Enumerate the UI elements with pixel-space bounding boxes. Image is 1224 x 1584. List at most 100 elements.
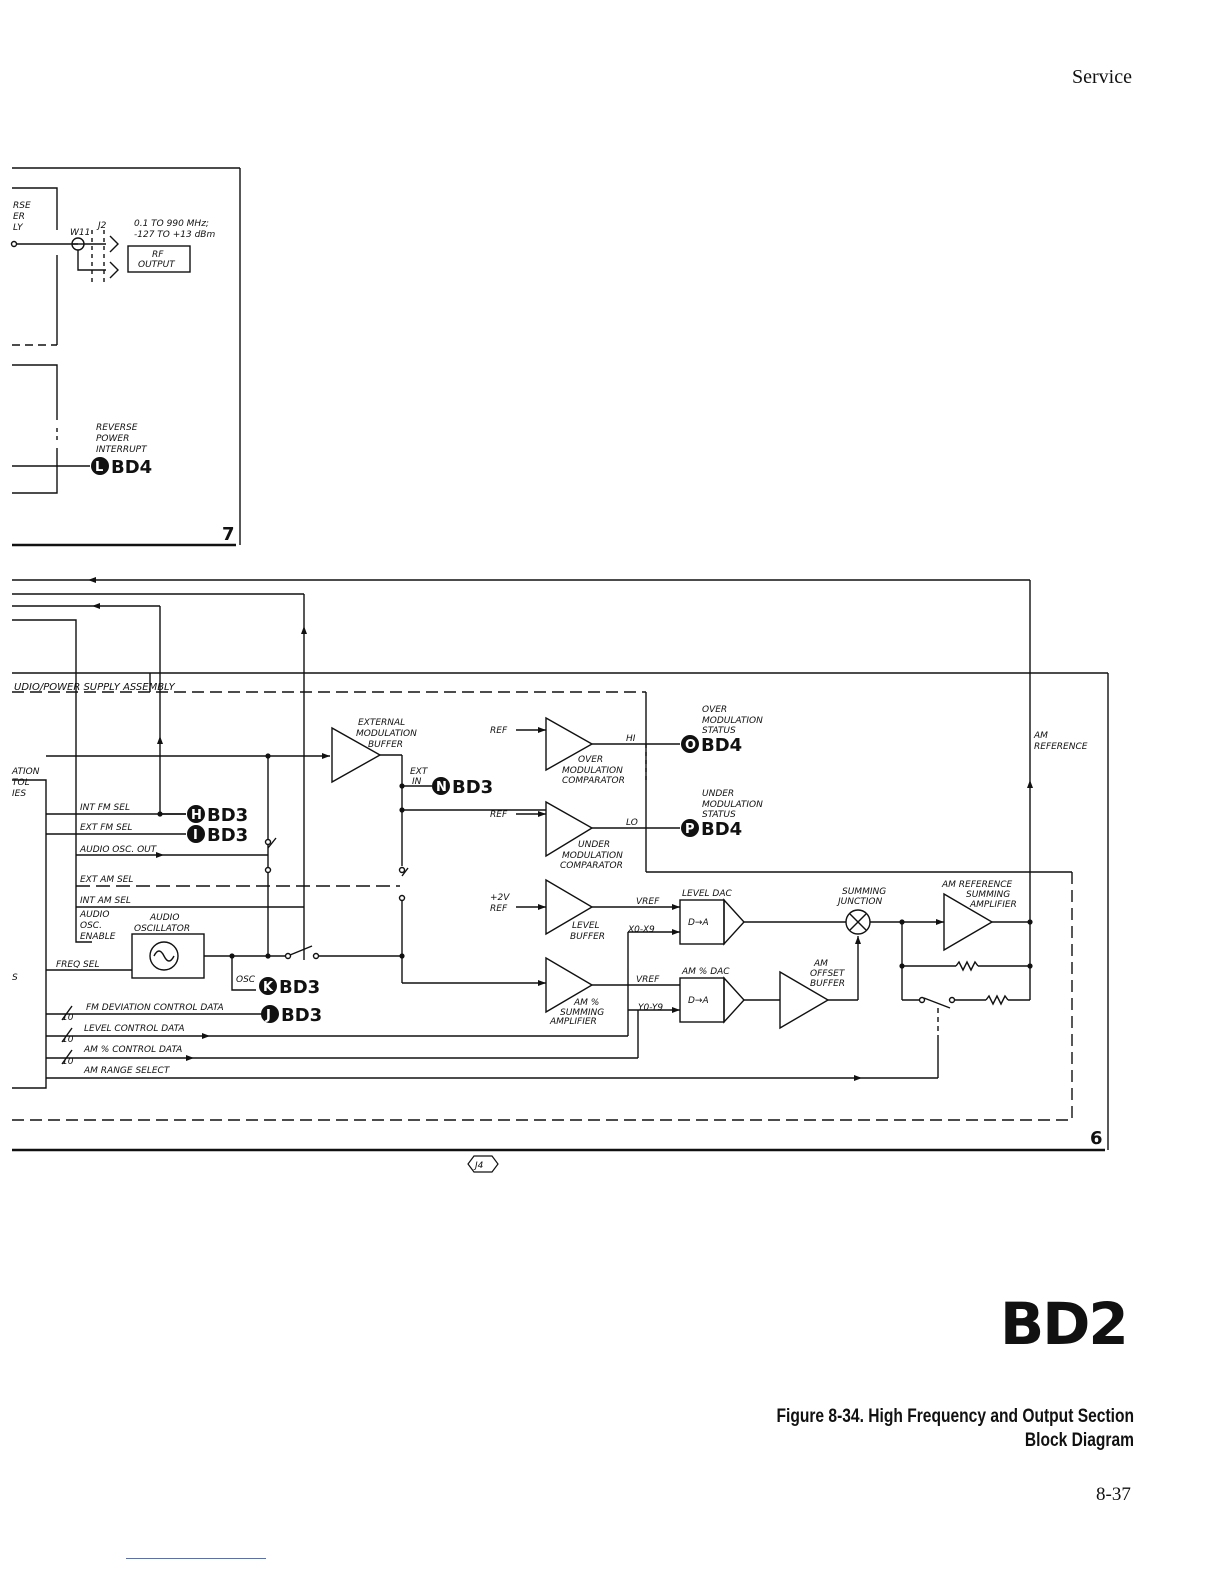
over-comp-label-3: COMPARATOR [562, 776, 625, 786]
audio-osc-out-label: AUDIO OSC. OUT [79, 845, 158, 855]
ext-fm-sel-label: EXT FM SEL [80, 823, 132, 833]
lo-label: LO [626, 818, 638, 828]
ext-mod-buffer-label-3: BUFFER [368, 740, 403, 750]
am-pct-dac-da: D→A [688, 996, 709, 1006]
am-pct-dac-label: AM % DAC [681, 967, 730, 977]
diagram-id: BD2 [1000, 1290, 1129, 1358]
level-buffer-label-1: LEVEL [572, 921, 600, 931]
am-offset-buffer-label-1: AM [813, 959, 828, 969]
left-partial-3: IES [12, 789, 26, 799]
svg-text:BD3: BD3 [452, 777, 493, 798]
caption-line-2: Block Diagram [1024, 1430, 1134, 1451]
reverse-power-label-3: INTERRUPT [96, 445, 148, 455]
fm-dev-data-label: FM DEVIATION CONTROL DATA [86, 1003, 224, 1013]
ref-o-bd4: O BD4 [681, 735, 742, 756]
under-status-label-3: STATUS [702, 810, 736, 820]
under-status-label-2: MODULATION [702, 800, 763, 810]
over-status-label-1: OVER [702, 705, 727, 715]
ref-i-bd3: I BD3 [187, 825, 248, 846]
y0-y9-label: Y0-Y9 [638, 1003, 663, 1013]
vref-label-1: VREF [636, 897, 660, 907]
under-comp-label-2: MODULATION [562, 851, 623, 861]
ref-j-bd3: J BD3 [261, 1005, 322, 1026]
svg-text:K: K [263, 980, 274, 995]
ref-l-bd4: L BD4 [91, 457, 152, 478]
int-fm-sel-label: INT FM SEL [80, 803, 130, 813]
over-comp-label-1: OVER [578, 755, 603, 765]
audio-oscillator-label-2: OSCILLATOR [134, 924, 190, 934]
under-status-label-1: UNDER [702, 789, 734, 799]
svg-text:BD4: BD4 [701, 819, 742, 840]
s7-partial-title-3: LY [13, 223, 24, 233]
svg-text:N: N [436, 780, 447, 795]
freq-sel-label: FREQ SEL [56, 960, 99, 970]
level-buffer-label-2: BUFFER [570, 932, 605, 942]
am-reference-label-2: REFERENCE [1034, 742, 1088, 752]
vref-label-2: VREF [636, 975, 660, 985]
plus2v-label: +2V [490, 893, 510, 903]
j2-label: J2 [96, 221, 107, 231]
section-7-number: 7 [222, 524, 235, 545]
audio-oscillator-label-1: AUDIO [149, 913, 179, 923]
level-data-label: LEVEL CONTROL DATA [84, 1024, 185, 1034]
am-ref-amp-label-3: AMPLIFIER [969, 900, 1017, 910]
footer-rule [126, 1558, 266, 1559]
am-ref-amp-label-2: SUMMING [966, 890, 1010, 900]
reverse-power-label-1: REVERSE [96, 423, 138, 433]
summing-junction-label-1: SUMMING [842, 887, 886, 897]
svg-text:L: L [95, 460, 103, 475]
bus10-1: 10 [62, 1013, 74, 1023]
svg-text:I: I [193, 828, 198, 843]
left-partial-s: S [12, 973, 18, 983]
page-header: Service [1072, 66, 1132, 88]
freq-range-label: 0.1 TO 990 MHz; [134, 219, 209, 229]
over-status-label-2: MODULATION [702, 716, 763, 726]
audio-osc-enable-1: AUDIO [79, 910, 109, 920]
j4-connector: J4 [467, 1155, 499, 1173]
am-reference-label-1: AM [1033, 731, 1048, 741]
over-status-label-3: STATUS [702, 726, 736, 736]
left-partial-1: ATION [11, 767, 40, 777]
assembly-label: UDIO/POWER SUPPLY ASSEMBLY [14, 682, 176, 693]
am-pct-amp-label-1: AM % [573, 998, 599, 1008]
svg-text:O: O [685, 738, 696, 753]
ref-n-bd3: N BD3 [432, 777, 493, 798]
ref-label-2: REF [490, 810, 508, 820]
level-dac-da: D→A [688, 918, 709, 928]
bus10-2: 10 [62, 1035, 74, 1045]
x0-x9-label: X0-X9 [627, 925, 655, 935]
svg-text:BD3: BD3 [207, 805, 248, 826]
svg-text:BD4: BD4 [701, 735, 742, 756]
level-dac-label: LEVEL DAC [682, 889, 733, 899]
am-offset-buffer-label-3: BUFFER [810, 979, 845, 989]
ext-am-sel-label: EXT AM SEL [80, 875, 133, 885]
s7-partial-title-1: RSE [13, 201, 31, 211]
am-pct-amp-label-2: SUMMING [560, 1008, 604, 1018]
ext-mod-buffer-label-1: EXTERNAL [358, 718, 405, 728]
osc-label: OSC [236, 975, 256, 985]
hi-label: HI [626, 734, 636, 744]
w11-label: W11 [70, 228, 90, 238]
ext-in-label-1: EXT [410, 767, 429, 777]
caption-line-1: Figure 8-34. High Frequency and Output S… [776, 1406, 1134, 1427]
svg-text:J4: J4 [473, 1161, 484, 1171]
summing-junction-label-2: JUNCTION [836, 897, 882, 907]
ext-mod-buffer-label-2: MODULATION [356, 729, 417, 739]
ref-p-bd4: P BD4 [681, 819, 742, 840]
audio-osc-enable-3: ENABLE [80, 932, 116, 942]
bus10-3: 10 [62, 1057, 74, 1067]
am-offset-buffer-label-2: OFFSET [810, 969, 846, 979]
under-comp-label-3: COMPARATOR [560, 861, 623, 871]
rf-output-label-2: OUTPUT [138, 260, 176, 270]
power-range-label: -127 TO +13 dBm [134, 230, 215, 240]
svg-text:BD4: BD4 [111, 457, 152, 478]
figure-caption: Figure 8-34. High Frequency and Output S… [776, 1405, 1134, 1453]
ref-k-bd3: K BD3 [259, 977, 320, 998]
left-partial-2: TOL [12, 778, 30, 788]
svg-text:BD3: BD3 [281, 1005, 322, 1026]
svg-text:J: J [265, 1008, 271, 1023]
svg-text:BD3: BD3 [279, 977, 320, 998]
svg-text:H: H [191, 808, 202, 823]
ref-label-1: REF [490, 726, 508, 736]
